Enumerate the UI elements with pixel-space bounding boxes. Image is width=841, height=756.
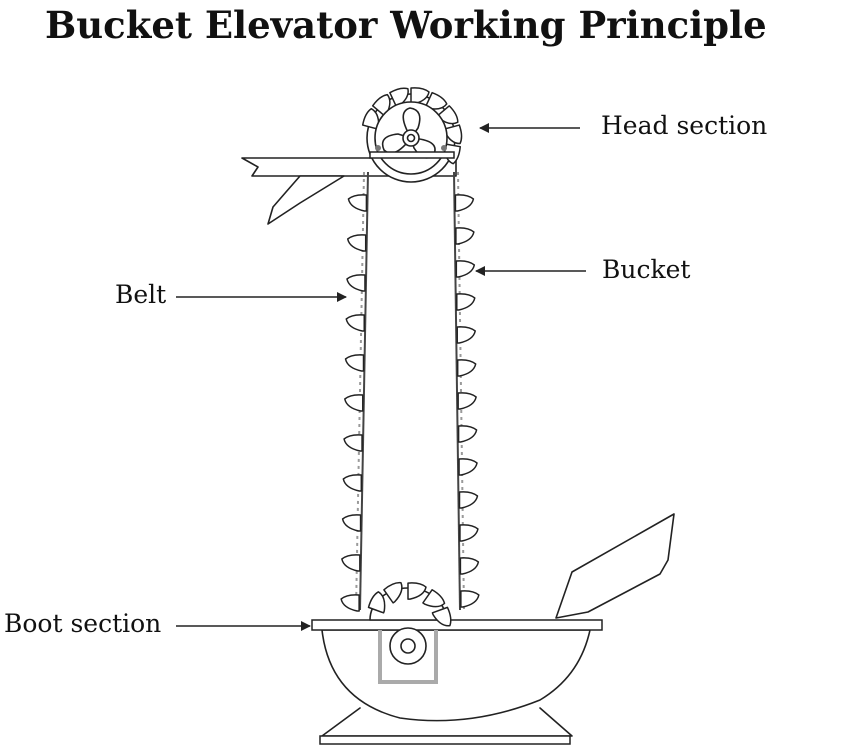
boot-section	[311, 513, 675, 745]
belt-label: Belt	[115, 280, 166, 309]
bucket	[347, 194, 368, 212]
belt-callout: Belt	[115, 280, 347, 309]
bucket	[341, 514, 362, 532]
bucket-callout: Bucket	[475, 255, 690, 284]
bucket	[457, 425, 478, 443]
bucket	[346, 274, 366, 292]
bucket	[345, 314, 365, 332]
bucket-label: Bucket	[602, 255, 690, 284]
elevator-belt	[355, 171, 465, 611]
bucket	[456, 326, 476, 344]
bucket	[460, 590, 480, 608]
bucket	[346, 234, 367, 252]
boot-section-callout: Boot section	[4, 609, 311, 638]
bucket	[456, 359, 477, 377]
boot-section-label: Boot section	[4, 609, 161, 638]
bucket	[459, 557, 480, 575]
bucket	[454, 194, 475, 212]
bucket	[459, 524, 479, 542]
head-pulley	[361, 84, 465, 183]
bucket	[457, 392, 477, 410]
bucket	[455, 260, 476, 278]
bucket	[344, 394, 364, 412]
head-section-callout: Head section	[479, 111, 767, 140]
bucket	[342, 474, 363, 492]
head-section-label: Head section	[601, 111, 767, 140]
bucket	[456, 293, 476, 311]
bucket	[458, 458, 478, 476]
bucket	[340, 594, 360, 612]
diagram-title: Bucket Elevator Working Principle	[45, 3, 767, 47]
bucket	[341, 554, 361, 572]
bucket	[458, 491, 479, 509]
bucket	[344, 354, 365, 372]
bucket	[455, 227, 475, 245]
bucket	[343, 434, 363, 452]
